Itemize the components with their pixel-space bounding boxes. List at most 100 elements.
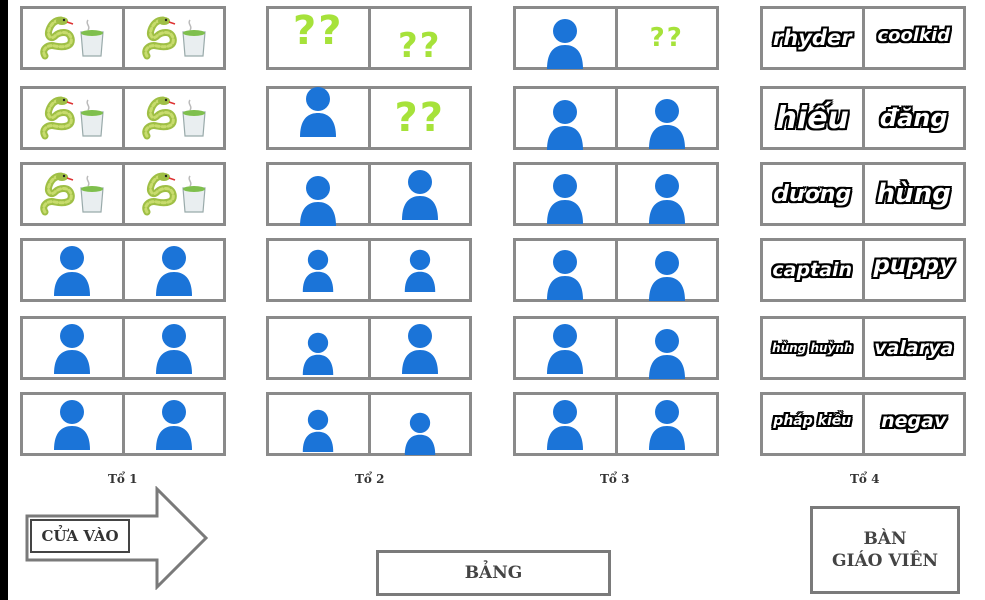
seat [121,89,224,147]
person-icon [647,97,687,149]
seat [614,89,717,149]
desk [20,392,226,456]
snake-icon [39,172,79,216]
seat: ?? [367,89,470,147]
seat [614,395,717,453]
snake-icon [141,16,181,60]
snake-icon [141,96,181,140]
seat [516,319,615,377]
person-icon [545,248,585,300]
snake-icon [39,16,79,60]
person-icon [403,411,437,455]
person-icon [545,172,585,224]
student-name: hùng huỳnh [772,341,853,355]
desk [513,392,719,456]
teacher-desk-label-line2: GIÁO VIÊN [831,551,939,571]
student-name: negav [881,410,947,432]
tea-cup-icon [181,18,207,58]
group-label: Tổ 2 [355,472,385,486]
snake-icon [39,96,79,140]
desk: ?? [266,86,472,150]
seat [269,89,368,147]
person-icon [301,331,335,375]
seat [516,395,615,453]
person-icon [154,244,194,296]
person-icon [647,172,687,224]
teacher-desk-label-line1: BÀN [863,529,907,549]
seat: ?? [614,9,717,67]
board: BẢNG [376,550,611,596]
seat [516,89,615,147]
person-icon [154,398,194,450]
student-name: dương [773,181,852,207]
tea-cup-icon [79,18,105,58]
seat [23,241,122,299]
person-icon [545,398,585,450]
person-icon [52,322,92,374]
seat [269,395,368,453]
seat: pháp kiều [763,395,862,453]
seat [614,165,717,224]
unknown-mark: ?? [649,23,684,53]
desk [513,316,719,380]
desk: captain puppy [760,238,966,302]
person-icon [545,322,585,374]
person-icon [647,398,687,450]
desk: dương hùng [760,162,966,226]
seat: hùng huỳnh [763,319,862,377]
desk [20,86,226,150]
desk: ?? [513,6,719,70]
person-icon [545,98,585,150]
student-name: hùng [876,179,951,209]
seat [516,165,615,223]
tea-cup-icon [181,174,207,214]
student-name: puppy [873,252,955,278]
seat: đăng [861,89,964,147]
desk [266,392,472,456]
seat: negav [861,395,964,453]
desk: hiếu đăng [760,86,966,150]
snake-icon [141,172,181,216]
person-icon [298,85,338,137]
group-label: Tổ 1 [108,472,138,486]
seat [23,89,122,147]
student-name: rhyder [772,26,852,50]
tea-cup-icon [79,98,105,138]
tea-cup-icon [79,174,105,214]
seat: puppy [861,241,964,299]
seat [121,395,224,453]
seat: hùng [861,165,964,223]
desk [20,238,226,302]
person-icon [298,174,338,226]
desk [266,316,472,380]
unknown-mark: ?? [293,8,344,54]
student-name: valarya [874,337,954,359]
student-name: đăng [879,104,948,132]
person-icon [545,17,585,69]
seat [367,319,470,377]
seat [121,9,224,67]
seat [269,319,368,377]
desk [266,238,472,302]
person-icon [647,249,687,301]
seat [23,319,122,377]
student-name: pháp kiều [773,413,852,429]
teacher-desk: BÀN GIÁO VIÊN [810,506,960,594]
seat [367,241,470,299]
tea-cup-icon [181,98,207,138]
seat: dương [763,165,862,223]
person-icon [403,248,437,292]
desk [20,6,226,70]
group-label: Tổ 3 [600,472,630,486]
seat [269,165,368,223]
seat [269,241,368,299]
seat [121,165,224,223]
student-name: captain [772,259,853,281]
seat [23,165,122,223]
desk [513,238,719,302]
seat [367,165,470,223]
seat: captain [763,241,862,299]
seat [516,241,615,299]
seat: valarya [861,319,964,377]
unknown-mark: ?? [394,95,445,141]
